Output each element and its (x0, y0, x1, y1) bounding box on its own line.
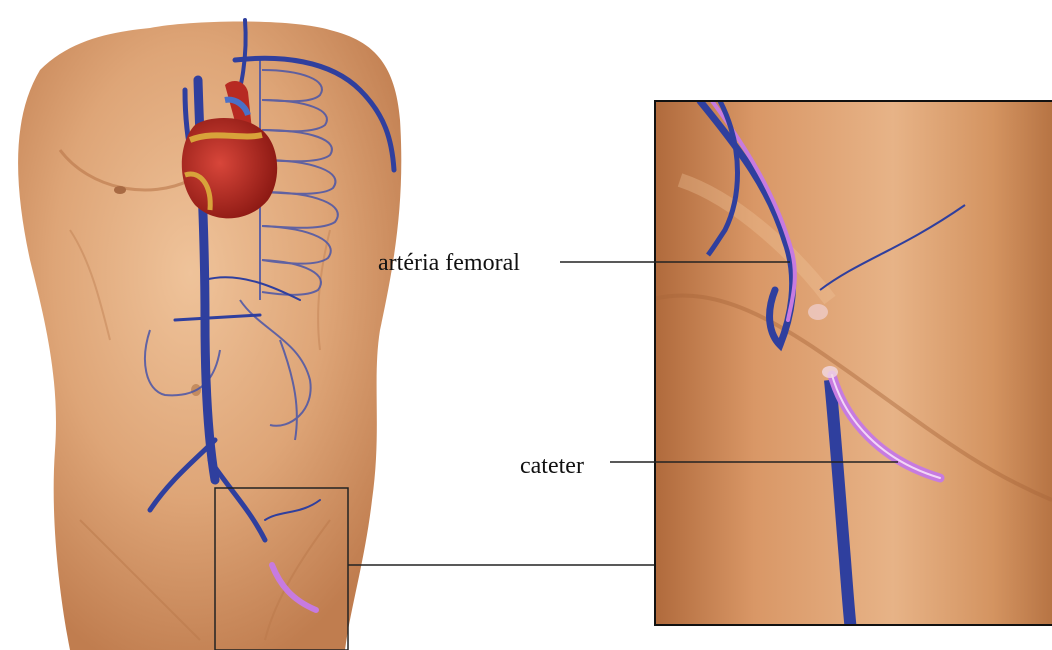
torso-illustration (18, 22, 401, 650)
zoom-callout-box (650, 101, 1052, 640)
femoral-artery-label: artéria femoral (378, 251, 520, 275)
catheter-label: cateter (520, 454, 584, 478)
